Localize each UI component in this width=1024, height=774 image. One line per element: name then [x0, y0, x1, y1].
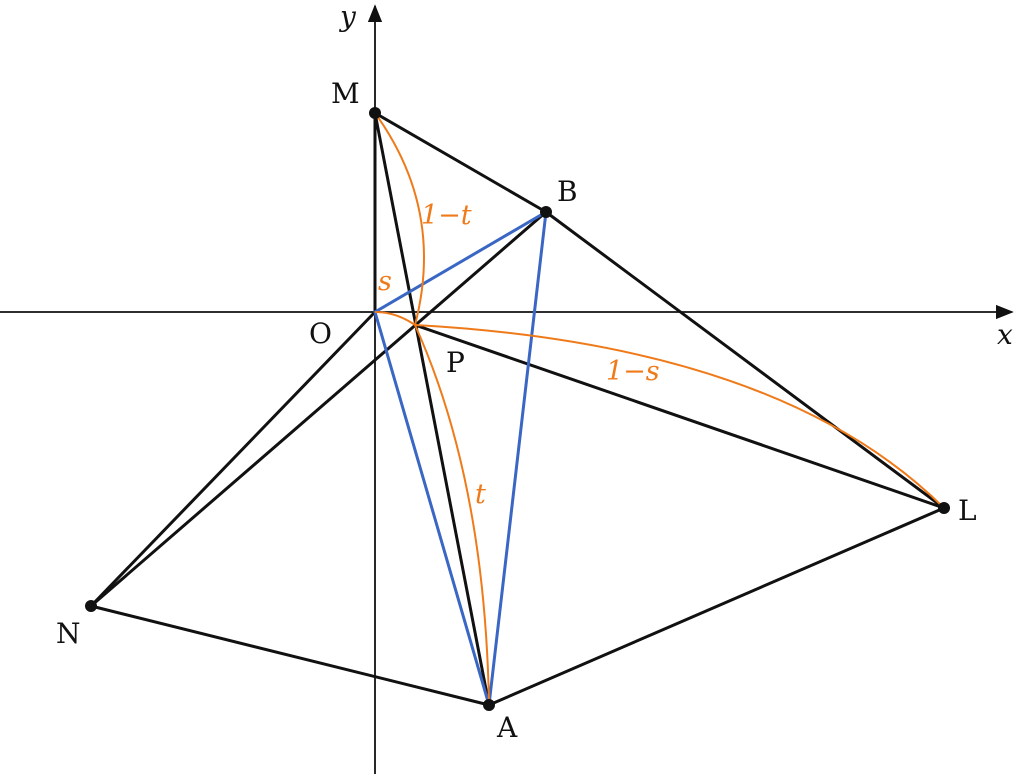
edge-m-b — [373, 111, 548, 214]
point-l — [938, 502, 950, 514]
annotation-s: s — [378, 266, 392, 297]
edge-l-a — [487, 506, 946, 707]
points — [85, 107, 950, 711]
brace-p-a — [414, 324, 490, 706]
annotation-one-minus-t: 1−t — [421, 200, 472, 231]
label-l: L — [958, 494, 977, 527]
brace-o-p — [374, 311, 416, 326]
point-m — [369, 107, 381, 119]
label-b: B — [557, 175, 578, 208]
edge-n-b — [89, 210, 548, 608]
segment-o-a — [373, 310, 491, 707]
label-p: P — [446, 346, 465, 379]
black-edges — [89, 111, 946, 707]
edge-n-o — [89, 310, 377, 608]
edge-p-l — [413, 323, 946, 510]
edge-a-n — [89, 604, 491, 707]
x-axis-label: x — [997, 318, 1013, 351]
annotation-t: t — [475, 479, 486, 510]
blue-segments — [373, 210, 548, 707]
label-a: A — [496, 711, 518, 744]
label-n: N — [56, 617, 81, 650]
edge-m-a — [373, 111, 491, 707]
segment-b-a — [487, 210, 548, 707]
point-n — [85, 600, 97, 612]
annotation-one-minus-s: 1−s — [606, 356, 660, 387]
axes — [0, 4, 1014, 774]
edge-b-l — [544, 210, 946, 510]
y-axis-label: y — [338, 0, 357, 33]
orange-braces — [374, 112, 945, 706]
point-b — [540, 206, 552, 218]
brace-m-p — [374, 112, 425, 326]
label-o: O — [309, 317, 332, 350]
point-a — [483, 699, 495, 711]
brace-p-l — [414, 324, 945, 509]
label-m: M — [331, 77, 360, 110]
segment-o-b — [373, 210, 548, 314]
